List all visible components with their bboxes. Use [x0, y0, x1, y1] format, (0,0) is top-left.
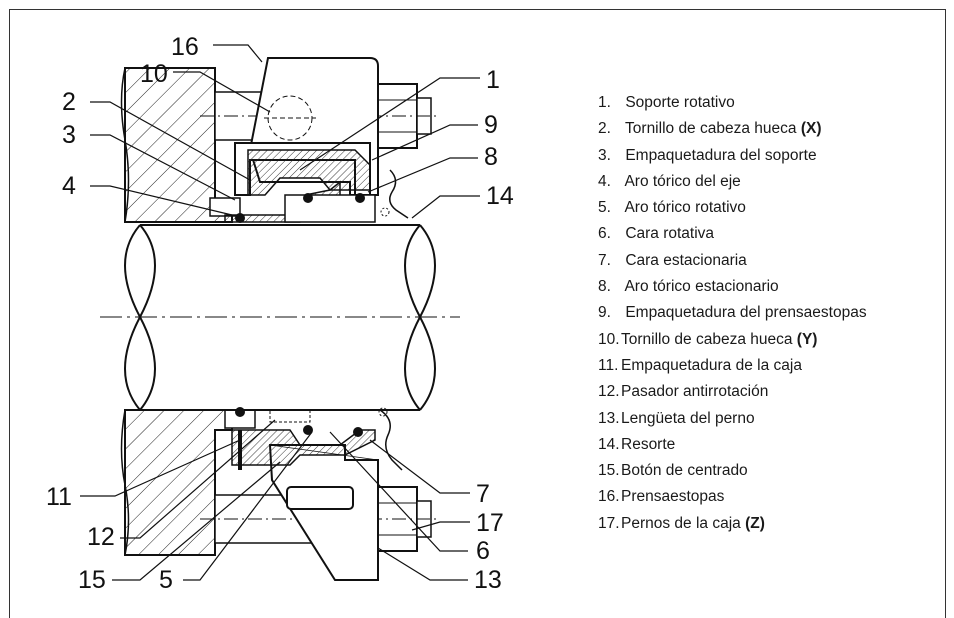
legend-item: 14.Resorte: [598, 435, 676, 453]
legend-item: 15.Botón de centrado: [598, 462, 748, 480]
legend-item: 17.Pernos de la caja (Z): [598, 514, 765, 532]
callout-2: 2: [62, 88, 76, 116]
callout-8: 8: [484, 143, 498, 171]
callout-11: 11: [46, 483, 72, 511]
legend-item: 3. Empaquetadura del soporte: [598, 146, 817, 164]
legend-item: 5. Aro tórico rotativo: [598, 199, 746, 217]
legend-item: 4. Aro tórico del eje: [598, 172, 741, 190]
legend-item: 10.Tornillo de cabeza hueca (Y): [598, 330, 818, 348]
figure-frame: [9, 9, 946, 618]
callout-9: 9: [484, 111, 498, 139]
legend-item: 16.Prensaestopas: [598, 488, 725, 506]
legend-item: 12.Pasador antirrotación: [598, 383, 769, 401]
callout-14: 14: [486, 182, 514, 210]
callout-10: 10: [140, 60, 168, 88]
callout-5: 5: [159, 566, 173, 594]
legend-item: 13.Lengüeta del perno: [598, 409, 755, 427]
callout-6: 6: [476, 537, 490, 565]
callout-15: 15: [78, 566, 106, 594]
callout-16: 16: [171, 33, 199, 61]
legend-item: 2. Tornillo de cabeza hueca (X): [598, 120, 822, 138]
parts-legend: 1. Soporte rotativo 2. Tornillo de cabez…: [598, 93, 867, 540]
callout-7: 7: [476, 480, 490, 508]
legend-item: 1. Soporte rotativo: [598, 94, 735, 111]
gland-bottom: [268, 444, 379, 581]
legend-item: 6. Cara rotativa: [598, 225, 715, 243]
legend-item: 11.Empaquetadura de la caja: [598, 356, 802, 374]
callout-13: 13: [474, 566, 502, 594]
callout-12: 12: [87, 523, 115, 551]
leader-lines: [80, 44, 480, 581]
seal-assembly-top: [209, 142, 409, 223]
legend-item: 8. Aro tórico estacionario: [598, 278, 779, 296]
callout-17: 17: [476, 509, 504, 537]
callout-4: 4: [62, 172, 76, 200]
callout-1: 1: [486, 66, 500, 94]
shaft: [100, 224, 460, 411]
legend-item: 7. Cara estacionaria: [598, 251, 747, 269]
callout-3: 3: [62, 121, 76, 149]
legend-item: 9. Empaquetadura del prensaestopas: [598, 304, 867, 322]
